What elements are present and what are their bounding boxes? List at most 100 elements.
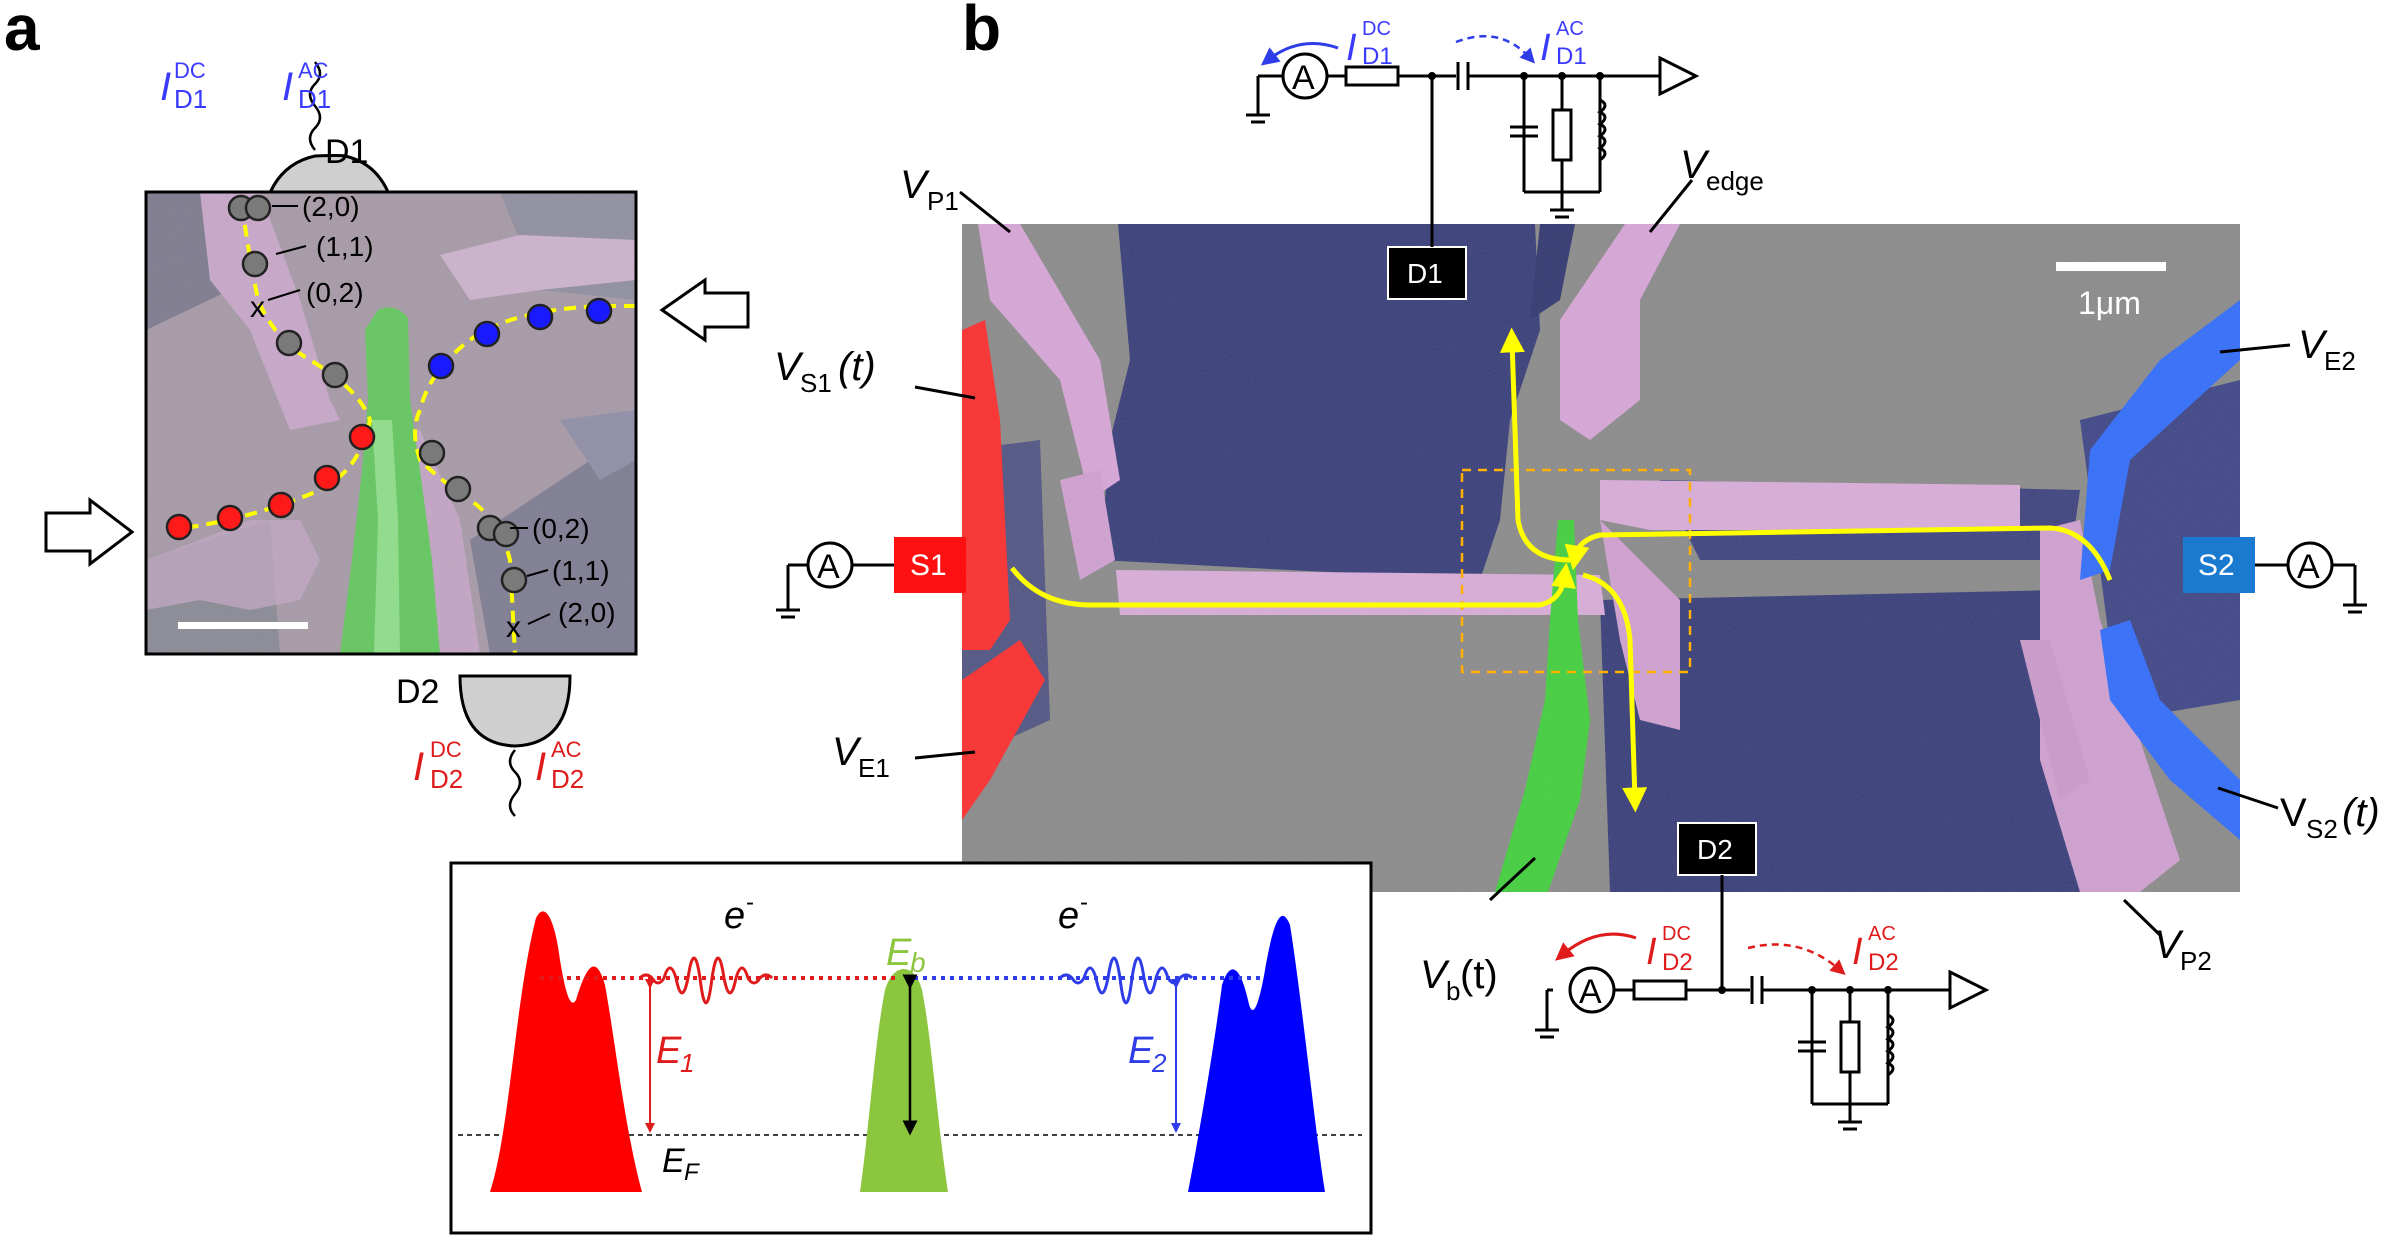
gate-label-vb: V b (t) bbox=[1420, 856, 1537, 1006]
d1-dc-sup: DC bbox=[1362, 18, 1391, 40]
source-distribution-red bbox=[490, 911, 642, 1192]
contact-d1: D1 bbox=[1387, 246, 1467, 300]
i-dc-sub: D1 bbox=[174, 84, 207, 114]
i-dc-symbol: I bbox=[160, 65, 171, 109]
d2-label-a: D2 bbox=[396, 673, 439, 711]
gate-label-ve2: V E2 bbox=[2219, 323, 2356, 376]
d2-dc-current-a: I DC D2 bbox=[413, 737, 463, 794]
i-ac-symbol: I bbox=[282, 65, 293, 109]
electron-dots-blue bbox=[427, 297, 613, 380]
e1-label: E 1 bbox=[656, 1030, 694, 1078]
contact-s1: S1 bbox=[894, 537, 966, 593]
d1-dc-current-a: I DC D1 bbox=[160, 58, 207, 114]
i-dc-symbol-d2: I bbox=[413, 745, 424, 789]
electron-left-sup: - bbox=[746, 889, 754, 916]
e1-sub: 1 bbox=[680, 1048, 694, 1078]
vb-sub: b bbox=[1446, 976, 1460, 1006]
contact-d1-label: D1 bbox=[1407, 258, 1443, 289]
contact-s2-label: S2 bbox=[2198, 549, 2235, 582]
state-20-bottom: (2,0) bbox=[558, 597, 616, 628]
vs2-tail: (t) bbox=[2342, 791, 2380, 835]
electron-dots-red bbox=[165, 423, 376, 541]
vp1-sub: P1 bbox=[927, 186, 959, 216]
d2-ac-current-a: I AC D2 bbox=[535, 737, 584, 794]
ammeter-d1-icon: A bbox=[1292, 59, 1315, 97]
state-labels-top: (2,0) (1,1) (0,2) bbox=[267, 191, 374, 308]
s1-ammeter: A bbox=[776, 541, 894, 619]
d2-ac-sub: D2 bbox=[1868, 949, 1899, 976]
gate-label-vp2: V P2 bbox=[2122, 898, 2212, 976]
crossing-marker-bottom: x bbox=[506, 611, 521, 644]
electron-label-right: e - bbox=[1058, 889, 1088, 937]
electron-label-left: e - bbox=[724, 889, 754, 937]
panel-b-sem-image bbox=[962, 224, 2240, 892]
d1-dc-current-b: I DC D1 bbox=[1346, 18, 1393, 70]
vb-tail: (t) bbox=[1460, 953, 1498, 997]
crossing-marker-top: x bbox=[250, 291, 265, 324]
contact-s1-label: S1 bbox=[910, 549, 947, 582]
vs1-main: V bbox=[774, 345, 804, 389]
input-arrow-right-icon bbox=[659, 277, 750, 343]
vp1-main: V bbox=[900, 163, 930, 207]
d2-ac-sup: AC bbox=[1868, 923, 1896, 945]
wave-packet-blue bbox=[1058, 956, 1194, 1005]
gate-label-vs2: V S2 (t) bbox=[2217, 786, 2380, 844]
e2-sub: 2 bbox=[1151, 1048, 1167, 1078]
i-ac-sup-d2: AC bbox=[551, 737, 582, 762]
vs1-tail: (t) bbox=[838, 345, 876, 389]
d2-ac-current-b: I AC D2 bbox=[1852, 923, 1899, 976]
i-dc-sup-d2: DC bbox=[430, 737, 462, 762]
i-ac-sub: D1 bbox=[298, 84, 331, 114]
ve2-main: V bbox=[2298, 323, 2328, 367]
vb-main: V bbox=[1420, 953, 1450, 997]
electron-left-symbol: e bbox=[724, 895, 745, 937]
i-ac-symbol-d2: I bbox=[535, 745, 546, 789]
barrier-energy-label: E b bbox=[886, 932, 926, 978]
d1-dc-sub: D1 bbox=[1362, 43, 1393, 70]
state-labels-bottom: (0,2) (1,1) (2,0) bbox=[510, 513, 616, 628]
gate-label-vs1: V S1 (t) bbox=[774, 345, 976, 400]
eb-sub: b bbox=[910, 947, 926, 978]
panel-a-sem-image bbox=[146, 192, 636, 654]
input-arrow-left-icon bbox=[44, 496, 135, 568]
fermi-sub: F bbox=[684, 1159, 700, 1186]
gate-label-vp1: V P1 bbox=[900, 163, 1011, 234]
d1-ac-sub: D1 bbox=[1556, 43, 1587, 70]
vs2-main: V bbox=[2280, 791, 2307, 835]
state-20-top: (2,0) bbox=[302, 191, 360, 222]
vs2-sub: S2 bbox=[2306, 814, 2338, 844]
panel-b: b bbox=[774, 0, 2380, 1131]
d2-ac-symbol: I bbox=[1852, 931, 1863, 973]
e1-symbol: E bbox=[656, 1030, 682, 1072]
wave-packet-red bbox=[638, 956, 774, 1005]
state-11-top: (1,1) bbox=[316, 231, 374, 262]
scale-bar-label: 1μm bbox=[2078, 285, 2141, 321]
ammeter-s2-icon: A bbox=[2297, 548, 2320, 586]
fermi-label: E F bbox=[662, 1142, 700, 1186]
i-dc-sup: DC bbox=[174, 58, 206, 83]
d1-readout-circuit: A bbox=[1246, 35, 1700, 247]
state-02-top: (0,2) bbox=[306, 277, 364, 308]
d2-dc-sub: D2 bbox=[1662, 949, 1693, 976]
vs1-sub: S1 bbox=[800, 368, 832, 398]
e2-symbol: E bbox=[1128, 1030, 1154, 1072]
d1-ac-current-a: I AC D1 bbox=[282, 58, 331, 114]
panel-b-label: b bbox=[962, 0, 1001, 64]
d1-ac-current-b: I AC D1 bbox=[1540, 18, 1587, 70]
fermi-symbol: E bbox=[662, 1142, 685, 1180]
contact-d2: D2 bbox=[1677, 822, 1757, 876]
d2-dc-current-b: I DC D2 bbox=[1646, 923, 1693, 976]
ammeter-s1-icon: A bbox=[817, 548, 840, 586]
panel-a-frame bbox=[144, 190, 638, 656]
eb-symbol: E bbox=[886, 932, 912, 974]
d1-ac-sup: AC bbox=[1556, 18, 1584, 40]
s2-ammeter: A bbox=[2255, 541, 2367, 614]
state-02-bottom: (0,2) bbox=[532, 513, 590, 544]
ve1-main: V bbox=[832, 730, 862, 774]
i-ac-sup: AC bbox=[298, 58, 329, 83]
panel-a-label: a bbox=[4, 0, 40, 64]
state-11-bottom: (1,1) bbox=[552, 555, 610, 586]
vp2-sub: P2 bbox=[2180, 946, 2212, 976]
source-distribution-blue bbox=[1188, 915, 1325, 1192]
